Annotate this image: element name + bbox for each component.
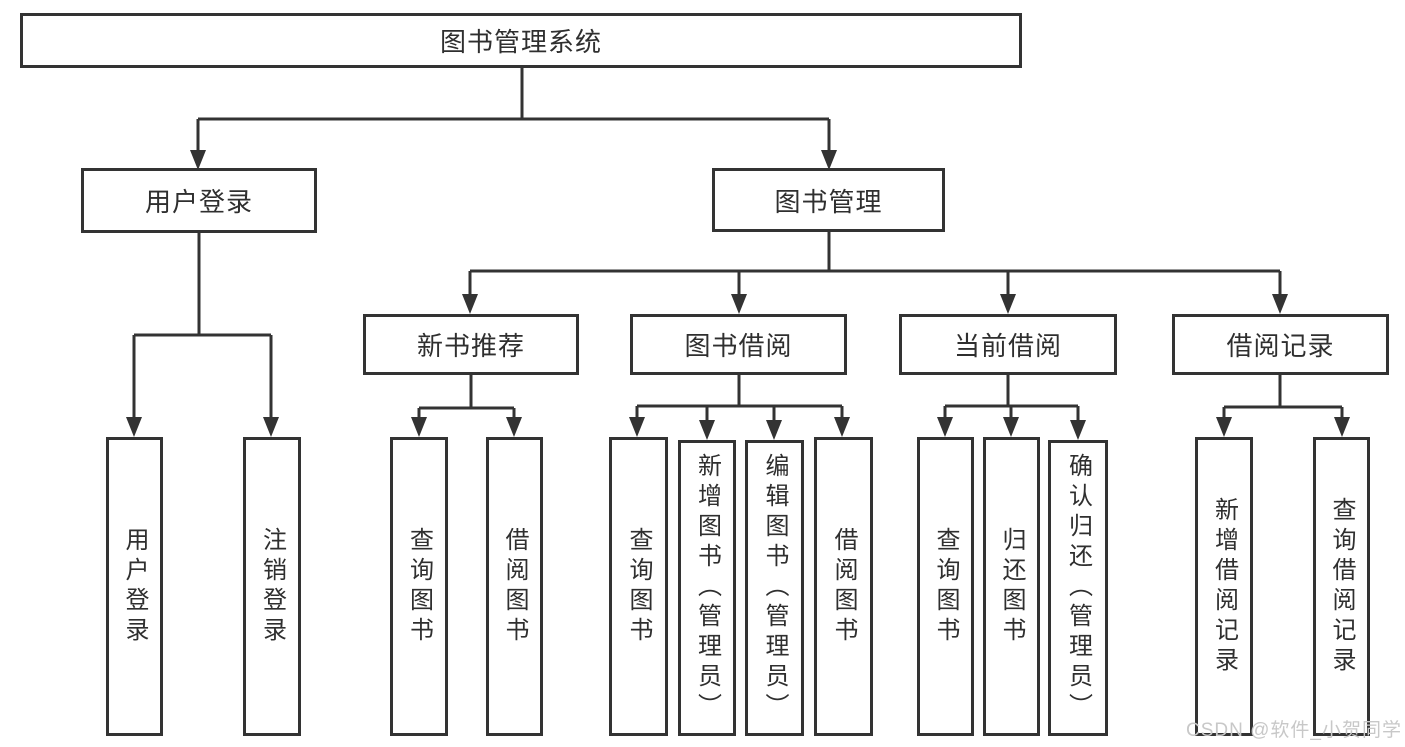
csdn-watermark: CSDN @软件_小贺同学 [1186,720,1402,741]
leaf-records-add-record: 新增借阅记录 [1195,437,1253,736]
leaf-logout-label: 注销登录 [258,526,286,647]
arrowhead-icon [506,417,522,437]
arrowhead-icon [766,420,782,440]
arrowhead-icon [1334,417,1350,437]
node-borrow-records-label: 借阅记录 [1226,331,1335,361]
node-new-book-recommend: 新书推荐 [363,314,579,375]
arrowhead-icon [190,150,206,170]
leaf-current-confirm-return-admin-label: 确认归还（管理员） [1064,453,1092,723]
arrowheads [126,150,1350,440]
arrowhead-icon [462,294,478,314]
arrowhead-icon [1070,420,1086,440]
leaf-borrow-query-books: 查询图书 [609,437,668,736]
leaf-rec-query-books-label: 查询图书 [405,526,433,647]
arrowhead-icon [1272,294,1288,314]
arrowhead-icon [699,420,715,440]
arrowhead-icon [629,417,645,437]
arrowhead-icon [834,417,850,437]
node-user-login-label: 用户登录 [144,187,253,217]
node-new-book-recommend-label: 新书推荐 [416,331,525,361]
arrowhead-icon [937,417,953,437]
leaf-records-query-record: 查询借阅记录 [1313,437,1370,736]
arrowhead-icon [821,150,837,170]
node-library-system: 图书管理系统 [20,13,1022,68]
node-library-system-label: 图书管理系统 [439,27,602,57]
node-current-borrow: 当前借阅 [899,314,1117,375]
leaf-rec-borrow-books-label: 借阅图书 [501,526,528,647]
leaf-user-login-label: 用户登录 [121,526,148,647]
leaf-user-login: 用户登录 [106,437,163,736]
leaf-borrow-add-books-admin-label: 新增图书（管理员） [693,453,721,723]
leaf-rec-borrow-books: 借阅图书 [486,437,543,736]
leaf-records-query-record-label: 查询借阅记录 [1328,496,1355,677]
leaf-current-query-books-label: 查询图书 [932,526,959,647]
connector-paths [132,68,1344,420]
arrowhead-icon [263,417,279,437]
leaf-borrow-add-books-admin: 新增图书（管理员） [678,440,736,736]
arrowhead-icon [411,417,427,437]
leaf-records-add-record-label: 新增借阅记录 [1210,496,1238,677]
arrowhead-icon [1003,417,1019,437]
node-user-login: 用户登录 [81,168,317,233]
arrowhead-icon [1216,417,1232,437]
node-book-management-label: 图书管理 [774,186,883,217]
node-borrow-records: 借阅记录 [1172,314,1389,375]
node-current-borrow-label: 当前借阅 [953,331,1062,361]
leaf-current-return-books: 归还图书 [983,437,1040,736]
leaf-borrow-edit-books-admin-label: 编辑图书（管理员） [761,453,788,723]
leaf-borrow-borrow-books-label: 借阅图书 [830,526,857,647]
arrowhead-icon [731,294,747,314]
leaf-borrow-borrow-books: 借阅图书 [814,437,873,736]
leaf-rec-query-books: 查询图书 [390,437,448,736]
node-book-borrow: 图书借阅 [630,314,847,375]
leaf-logout: 注销登录 [243,437,301,736]
leaf-borrow-query-books-label: 查询图书 [625,526,652,647]
node-book-management: 图书管理 [712,168,945,232]
arrowhead-icon [126,417,142,437]
node-book-borrow-label: 图书借阅 [684,331,793,361]
leaf-borrow-edit-books-admin: 编辑图书（管理员） [745,440,804,736]
arrowhead-icon [1000,294,1016,314]
leaf-current-confirm-return-admin: 确认归还（管理员） [1048,440,1108,736]
leaf-current-return-books-label: 归还图书 [998,526,1025,647]
leaf-current-query-books: 查询图书 [917,437,974,736]
